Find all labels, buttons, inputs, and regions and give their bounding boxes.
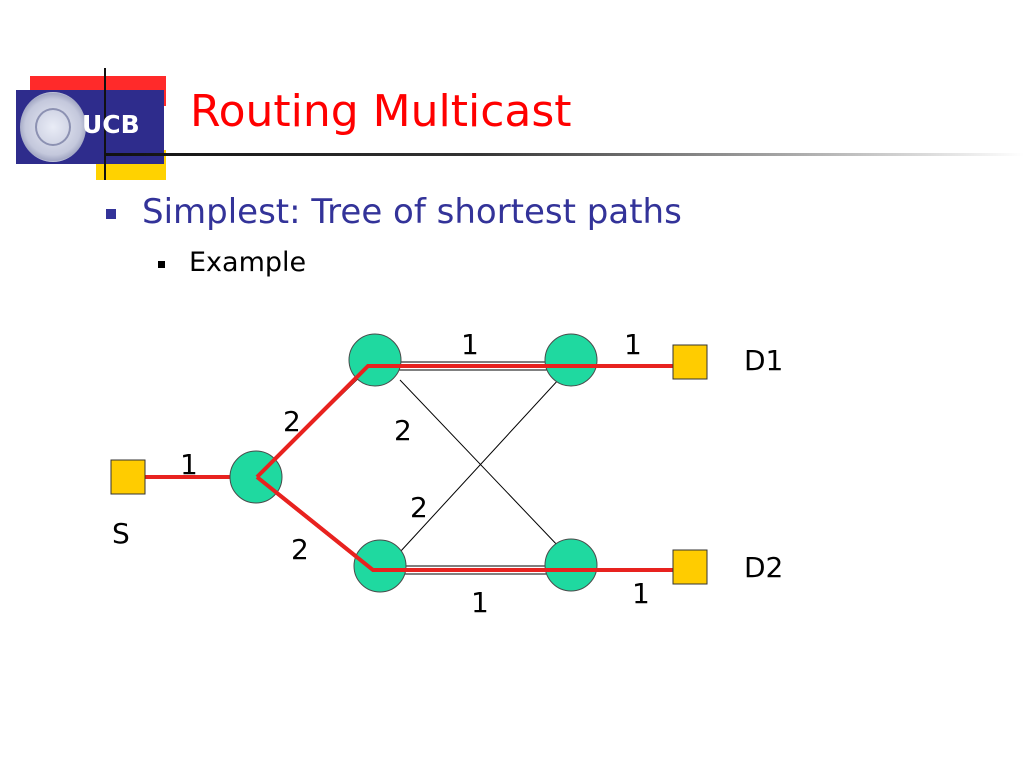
bullet-text: Simplest: Tree of shortest paths: [142, 192, 682, 232]
tree-path-to-d2: [255, 475, 690, 572]
logo-text: UCB: [82, 110, 140, 139]
weight-s-a: 1: [180, 448, 198, 481]
bullet-text: Example: [189, 247, 307, 278]
university-seal-icon: [20, 92, 86, 162]
bullet-level-1: Simplest: Tree of shortest paths: [106, 192, 682, 232]
router-d: [544, 333, 598, 387]
weight-b-e: 2: [394, 414, 412, 447]
logo-vertical-rule: [104, 68, 106, 180]
label-source: S: [112, 517, 130, 550]
bullet-level-2: Example: [158, 247, 306, 278]
tree-path-overlay-d2: [255, 475, 690, 572]
weight-d-d1: 1: [624, 328, 642, 361]
link-c-d: [399, 377, 561, 553]
page-title: Routing Multicast: [190, 86, 572, 137]
weight-c-d: 2: [410, 491, 428, 524]
weight-a-b: 2: [283, 405, 301, 438]
host-dest-1: [672, 344, 708, 380]
link-b-e: [399, 379, 561, 549]
tree-path-overlay-d1: [255, 364, 682, 479]
label-dest-2: D2: [744, 551, 783, 584]
weight-b-d: 1: [461, 328, 479, 361]
weight-c-e: 1: [471, 586, 489, 619]
title-underline: [106, 153, 1024, 156]
label-dest-1: D1: [744, 344, 783, 377]
weight-a-c: 2: [291, 533, 309, 566]
weight-e-d2: 1: [632, 577, 650, 610]
square-bullet-icon: [106, 209, 116, 219]
router-c: [353, 539, 407, 593]
host-source: [110, 459, 146, 495]
host-dest-2: [672, 549, 708, 585]
router-e: [544, 538, 598, 592]
square-bullet-icon: [158, 261, 165, 268]
